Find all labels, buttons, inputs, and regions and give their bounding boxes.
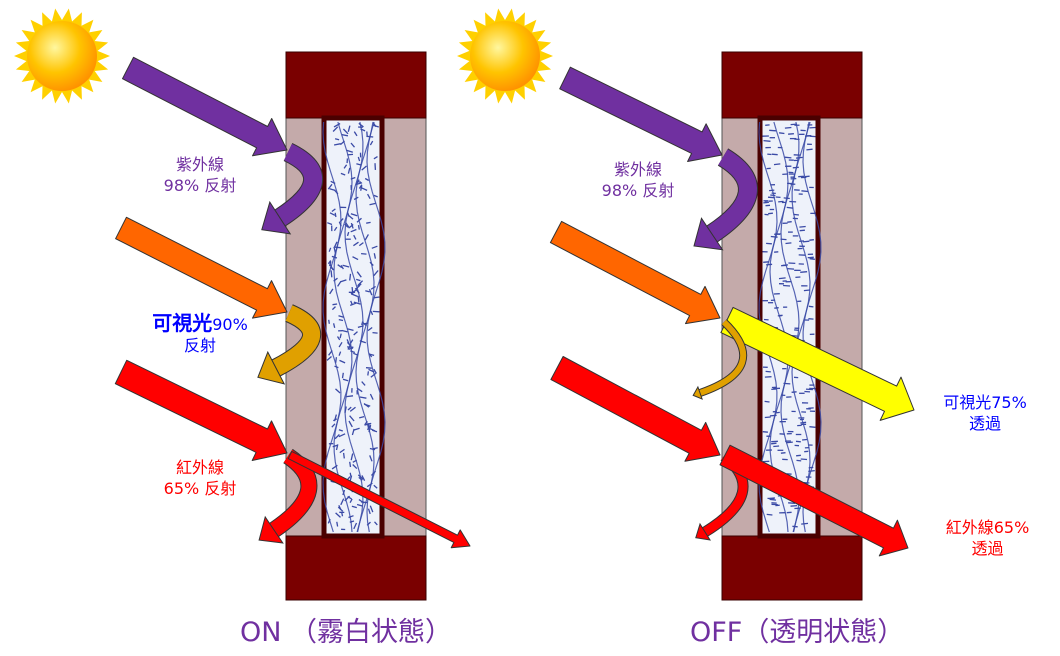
- off-ir-label-line1: 紅外線65%: [945, 518, 1030, 537]
- off-ir-incoming-arrow: [550, 356, 721, 462]
- on-uv-label: 紫外線 98% 反射: [140, 155, 260, 197]
- off-visible-label-line2: 透過: [968, 413, 1001, 433]
- on-visible-incoming-arrow: [115, 216, 288, 319]
- on-visible-label-pct: 90%: [212, 315, 248, 334]
- off-ir-label-line2: 透過: [971, 538, 1004, 558]
- off-uv-incoming-arrow: [559, 66, 723, 162]
- on-visible-label-line2: 反射: [183, 336, 216, 355]
- off-ir-label: 紅外線65% 透過: [925, 518, 1050, 560]
- on-ir-incoming-arrow: [114, 359, 288, 461]
- on-ir-label: 紅外線 65% 反射: [140, 458, 260, 500]
- on-visible-label: 可視光90% 反射: [130, 310, 270, 357]
- off-visible-incoming-arrow: [549, 220, 721, 325]
- on-state-caption: ON （霧白状態）: [240, 617, 453, 648]
- off-visible-reflected-arrow: [692, 319, 748, 400]
- on-ir-transmitted-arrow: [287, 450, 471, 549]
- off-uv-label-line2: 98% 反射: [601, 180, 675, 200]
- on-uv-label-line2: 98% 反射: [163, 175, 237, 195]
- on-ir-label-line1: 紅外線: [175, 458, 224, 477]
- liquid-crystal-pattern: [322, 121, 386, 533]
- frame-top: [721, 51, 863, 119]
- on-visible-reflected-arrow: [257, 304, 321, 385]
- off-uv-label: 紫外線 98% 反射: [578, 160, 698, 202]
- frame-bottom: [285, 535, 427, 601]
- on-ir-label-line2: 65% 反射: [163, 478, 237, 498]
- off-sun-icon: [457, 8, 553, 104]
- off-uv-reflected-arrow: [693, 148, 758, 251]
- on-uv-reflected-arrow: [261, 142, 324, 235]
- frame-bottom: [721, 535, 863, 601]
- off-state-caption: OFF（透明状態）: [690, 617, 905, 648]
- on-sun-icon: [14, 8, 110, 104]
- on-visible-label-bold: 可視光: [152, 311, 213, 335]
- on-uv-label-line1: 紫外線: [175, 155, 224, 174]
- off-visible-transmitted-arrow: [720, 306, 915, 421]
- off-visible-label: 可視光75% 透過: [925, 393, 1045, 435]
- off-uv-label-line1: 紫外線: [613, 160, 662, 179]
- pdlc-film: [321, 115, 385, 539]
- off-visible-label-line1: 可視光75%: [943, 393, 1027, 412]
- frame-top: [285, 51, 427, 119]
- off-ir-transmitted-arrow: [719, 444, 909, 557]
- on-uv-incoming-arrow: [122, 56, 288, 157]
